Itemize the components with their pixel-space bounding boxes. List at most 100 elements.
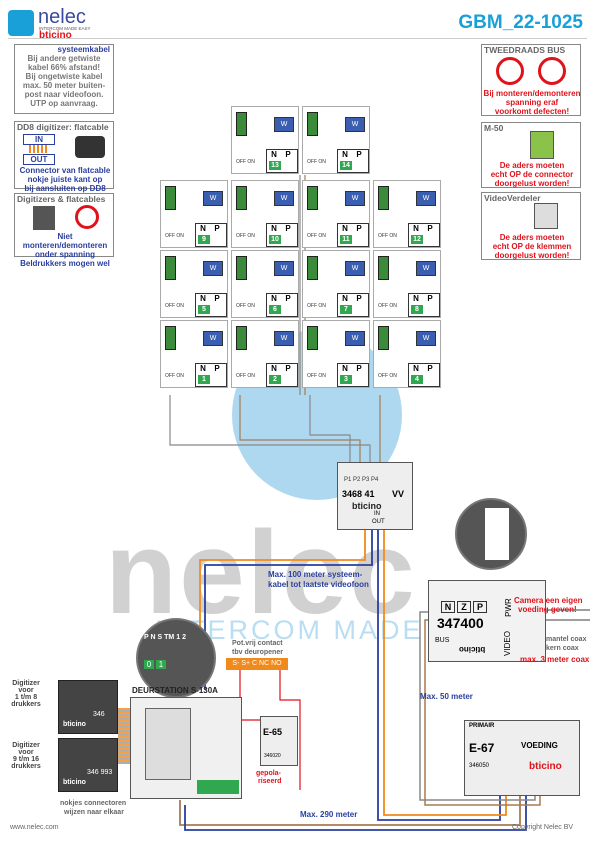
digitizer2-label: Digitizer voor 9 t/m 16 drukkers xyxy=(6,742,46,770)
note-line: Beldrukkers mogen wel xyxy=(20,259,110,268)
nokjes-note-2: wijzen naar elkaar xyxy=(64,809,124,816)
dd8-in: IN xyxy=(23,134,55,145)
unit-number: 1 xyxy=(198,375,210,384)
digitizers-note-lines: Niet monteren/demonteren onder spanning … xyxy=(15,232,115,268)
note-line: post naar videofoon. xyxy=(24,90,104,99)
label-line: drukkers xyxy=(11,701,41,708)
note-systeemkabel: systeemkabel Bij andere getwiste kabel 6… xyxy=(14,44,114,114)
note-line: voorkomt defecten! xyxy=(494,107,570,116)
relay-wire xyxy=(279,668,301,790)
note-line: Bij ongetwiste kabel xyxy=(25,72,103,81)
power-line xyxy=(179,795,521,826)
monitor-screen-icon: W xyxy=(274,117,294,132)
tweedraads-note-lines: Bij monteren/demonteren spanning eraf vo… xyxy=(482,89,582,116)
coax-kern: kern coax xyxy=(546,645,579,652)
pin-zoom-circle xyxy=(455,498,527,570)
note-line: De aders moeten xyxy=(499,233,565,242)
screen-label: W xyxy=(209,195,217,202)
note-line: De aders moeten xyxy=(499,161,565,170)
p-label: P xyxy=(285,224,291,233)
monitor-screen-icon: W xyxy=(416,261,436,276)
camera-note-2: voeding geven! xyxy=(518,605,577,614)
flatcable-icon xyxy=(29,145,47,153)
e65-code: 346020 xyxy=(264,753,281,759)
deurstation-board xyxy=(145,708,191,780)
label-line: 1 t/m 8 xyxy=(14,694,38,701)
n-label: N xyxy=(271,224,277,233)
offon-switch: OFF ON xyxy=(236,373,255,379)
n-label: N xyxy=(271,364,277,373)
note-line: UTP op aanvraag. xyxy=(30,99,98,108)
offon-switch: OFF ON xyxy=(165,373,184,379)
bus-connector-icon xyxy=(165,186,176,210)
offon-switch: OFF ON xyxy=(165,233,184,239)
coax-max: max. 3 meter coax xyxy=(520,655,590,664)
max100-note-1: Max. 100 meter systeem- xyxy=(268,570,363,579)
bus-connector-icon xyxy=(165,256,176,280)
n-label: N xyxy=(271,150,277,159)
m50-note-lines: De aders moeten echt OP de connector doo… xyxy=(482,161,582,188)
label-line: 9 t/m 16 xyxy=(12,756,40,763)
connector-icon xyxy=(75,136,105,158)
digitizer2-code: 346 993 xyxy=(87,769,113,776)
module-bus: BUS xyxy=(435,637,450,644)
gepolariseerd-1: gepola- xyxy=(256,770,281,777)
no-power-icon xyxy=(75,205,99,229)
unit-number: 9 xyxy=(198,235,210,244)
footer-left: www.nelec.com xyxy=(10,824,59,831)
digitizer2-brand: bticino xyxy=(63,779,86,786)
monitor-screen-icon: W xyxy=(274,331,294,346)
label-line: voor xyxy=(18,687,34,694)
monitor-screen-icon: W xyxy=(345,191,365,206)
p-label: P xyxy=(356,224,362,233)
bus-connector-icon xyxy=(378,326,389,350)
bus-connector-icon xyxy=(307,186,318,210)
p-label: P xyxy=(214,224,220,233)
n-label: N xyxy=(413,364,419,373)
header-divider xyxy=(8,38,587,39)
pin-label: 2 xyxy=(182,634,186,641)
bus-connector-icon xyxy=(236,186,247,210)
m50-title: M-50 xyxy=(484,123,504,133)
no-wire-icon xyxy=(538,57,566,85)
module-z: Z xyxy=(457,601,471,613)
monitor-screen-icon: W xyxy=(416,191,436,206)
module-model: 347400 xyxy=(437,615,484,631)
distributor-vv: VV xyxy=(392,489,405,499)
unit-number: 12 xyxy=(411,235,423,244)
screen-label: W xyxy=(209,335,217,342)
monitor-screen-icon: W xyxy=(274,191,294,206)
note-line: Niet monteren/demonteren xyxy=(22,232,108,250)
p-label: P xyxy=(214,364,220,373)
n-label: N xyxy=(342,150,348,159)
relay-wire xyxy=(239,668,260,721)
digitizer-2: 346 993 bticino xyxy=(58,738,118,792)
e67-brand: bticino xyxy=(529,761,562,772)
screen-label: W xyxy=(280,121,288,128)
note-line: Bij andere getwiste xyxy=(27,54,101,63)
label-line: Digitizer xyxy=(12,742,40,749)
module-wire xyxy=(419,611,536,801)
videoverdeler-terminal-icon xyxy=(534,203,558,229)
p-label: P xyxy=(214,294,220,303)
note-digitizers: Digitizers & flatcables Niet monteren/de… xyxy=(14,193,114,268)
switch-0: 0 xyxy=(144,660,154,669)
digitizers-title: Digitizers & flatcables xyxy=(17,194,106,204)
module-n: N xyxy=(441,601,455,613)
logo-mark-icon xyxy=(8,10,34,36)
label-line: Digitizer xyxy=(12,680,40,687)
deurstation-terminals xyxy=(197,780,239,794)
n-label: N xyxy=(413,224,419,233)
label-line: drukkers xyxy=(11,763,41,770)
